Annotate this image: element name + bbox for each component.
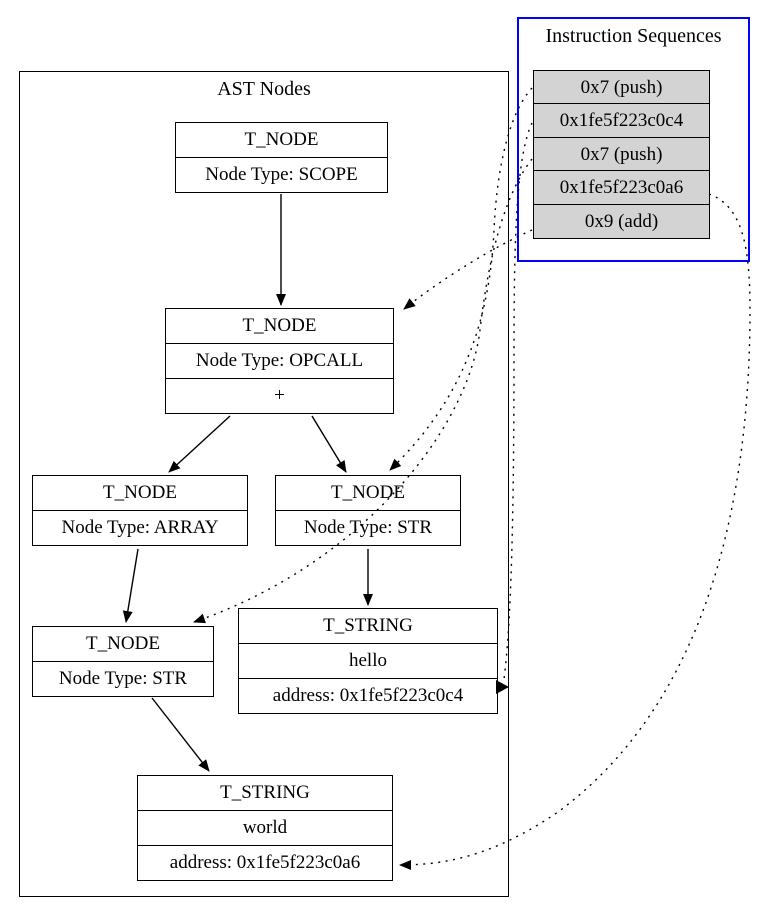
string-value-label: hello — [239, 643, 497, 678]
instruction-table: 0x7 (push) 0x1fe5f223c0c4 0x7 (push) 0x1… — [533, 70, 710, 239]
string-value-label: world — [138, 810, 392, 845]
node-subtype-label: Node Type: STR — [33, 661, 213, 696]
node-array: T_NODE Node Type: ARRAY — [32, 475, 248, 546]
instruction-row: 0x9 (add) — [533, 203, 710, 239]
node-type-label: T_STRING — [323, 615, 413, 636]
node-type-label: T_NODE — [244, 129, 319, 150]
node-subtype-label: Node Type: STR — [276, 510, 460, 545]
node-type-label: T_NODE — [331, 482, 405, 503]
string-address-label: address: 0x1fe5f223c0c4 — [239, 678, 497, 713]
node-subtype-label: Node Type: OPCALL — [166, 343, 393, 378]
instruction-row: 0x1fe5f223c0c4 — [533, 103, 710, 139]
ast-cluster-title: AST Nodes — [217, 78, 311, 100]
node-subtype-label: Node Type: ARRAY — [33, 510, 247, 545]
node-type-label: T_NODE — [86, 633, 160, 654]
node-string-world: T_STRING world address: 0x1fe5f223c0a6 — [137, 775, 393, 881]
node-opcall: T_NODE Node Type: OPCALL + — [165, 308, 394, 414]
instruction-row: 0x7 (push) — [533, 70, 710, 105]
node-scope: T_NODE Node Type: SCOPE — [175, 122, 388, 193]
node-type-label: T_NODE — [242, 315, 317, 336]
node-str-right: T_NODE Node Type: STR — [275, 475, 461, 546]
node-type-label: T_STRING — [220, 782, 310, 803]
instruction-row: 0x1fe5f223c0a6 — [533, 170, 710, 206]
node-str-lower: T_NODE Node Type: STR — [32, 626, 214, 697]
node-string-hello: T_STRING hello address: 0x1fe5f223c0c4 — [238, 608, 498, 714]
instruction-row: 0x7 (push) — [533, 136, 710, 172]
iseq-cluster-title: Instruction Sequences — [545, 25, 722, 47]
node-type-label: T_NODE — [103, 482, 177, 503]
string-address-label: address: 0x1fe5f223c0a6 — [138, 845, 392, 880]
node-subtype-label: Node Type: SCOPE — [176, 157, 387, 192]
node-operator-label: + — [166, 378, 393, 413]
